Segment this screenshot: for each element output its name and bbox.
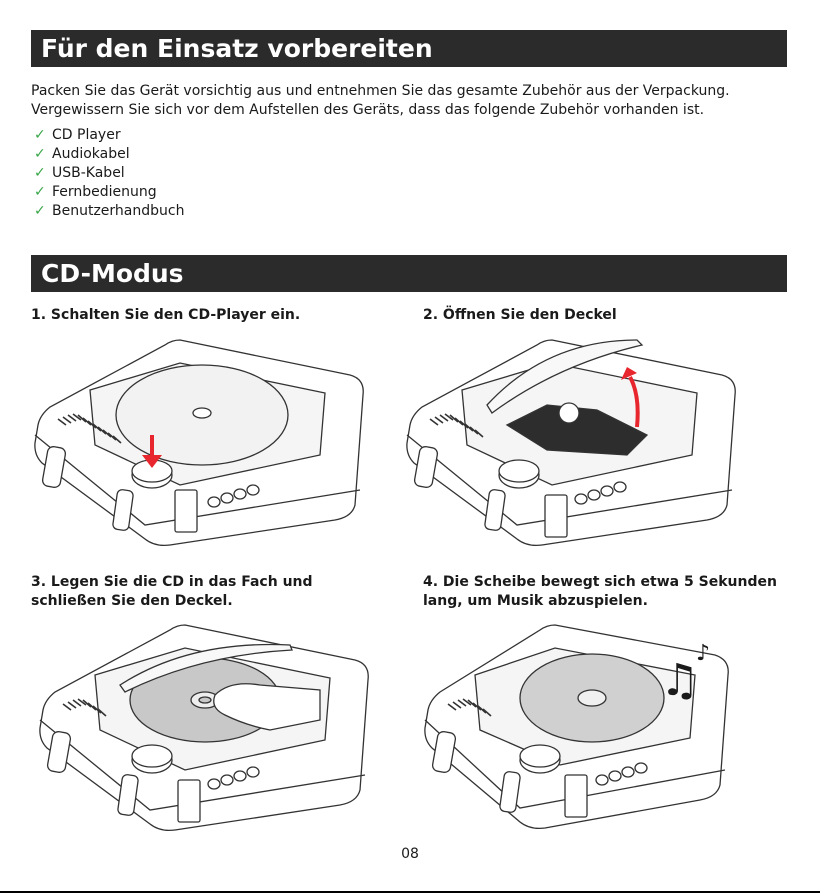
list-item: ✓ USB-Kabel	[34, 164, 184, 183]
list-item: ✓ Audiokabel	[34, 145, 184, 164]
music-notes-icon: ♫ ♪	[660, 641, 710, 706]
list-item-label: Benutzerhandbuch	[52, 203, 185, 219]
accessory-checklist: ✓ CD Player ✓ Audiokabel ✓ USB-Kabel ✓ Fernb…	[34, 126, 184, 221]
svg-text:♫: ♫	[660, 655, 699, 706]
step-1-title: 1. Schalten Sie den CD-Player ein.	[31, 307, 301, 323]
page-number: 08	[401, 846, 419, 862]
list-item: ✓ Benutzerhandbuch	[34, 202, 184, 221]
intro-line-2: Vergewissern Sie sich vor dem Aufstellen…	[31, 102, 705, 118]
check-icon: ✓	[34, 146, 46, 162]
list-item-label: Fernbedienung	[52, 184, 157, 200]
cd-player-power-illustration	[34, 339, 364, 547]
cd-player-open-lid-illustration	[406, 339, 736, 547]
check-icon: ✓	[34, 184, 46, 200]
step-4-title: 4. Die Scheibe bewegt sich etwa 5 Sekund…	[423, 574, 777, 609]
list-item-label: CD Player	[52, 127, 121, 143]
intro-text: Packen Sie das Gerät vorsichtig aus und …	[31, 82, 791, 120]
list-item: ✓ CD Player	[34, 126, 184, 145]
check-icon: ✓	[34, 165, 46, 181]
bottom-rule	[0, 891, 820, 893]
section-header-cd-mode: CD-Modus	[31, 255, 787, 292]
check-icon: ✓	[34, 127, 46, 143]
section-header-prepare: Für den Einsatz vorbereiten	[31, 30, 787, 67]
cd-player-playing-illustration: ♫ ♪	[424, 624, 729, 830]
list-item-label: Audiokabel	[52, 146, 130, 162]
step-2-title: 2. Öffnen Sie den Deckel	[423, 307, 617, 323]
list-item-label: USB-Kabel	[52, 165, 125, 181]
svg-text:♪: ♪	[696, 641, 710, 666]
check-icon: ✓	[34, 203, 46, 219]
press-arrow-icon	[142, 435, 162, 468]
intro-line-1: Packen Sie das Gerät vorsichtig aus und …	[31, 83, 730, 99]
step-3-title: 3. Legen Sie die CD in das Fach und schl…	[31, 574, 313, 609]
lift-arrow-icon	[621, 367, 640, 428]
list-item: ✓ Fernbedienung	[34, 183, 184, 202]
cd-player-insert-disc-illustration	[39, 624, 369, 832]
